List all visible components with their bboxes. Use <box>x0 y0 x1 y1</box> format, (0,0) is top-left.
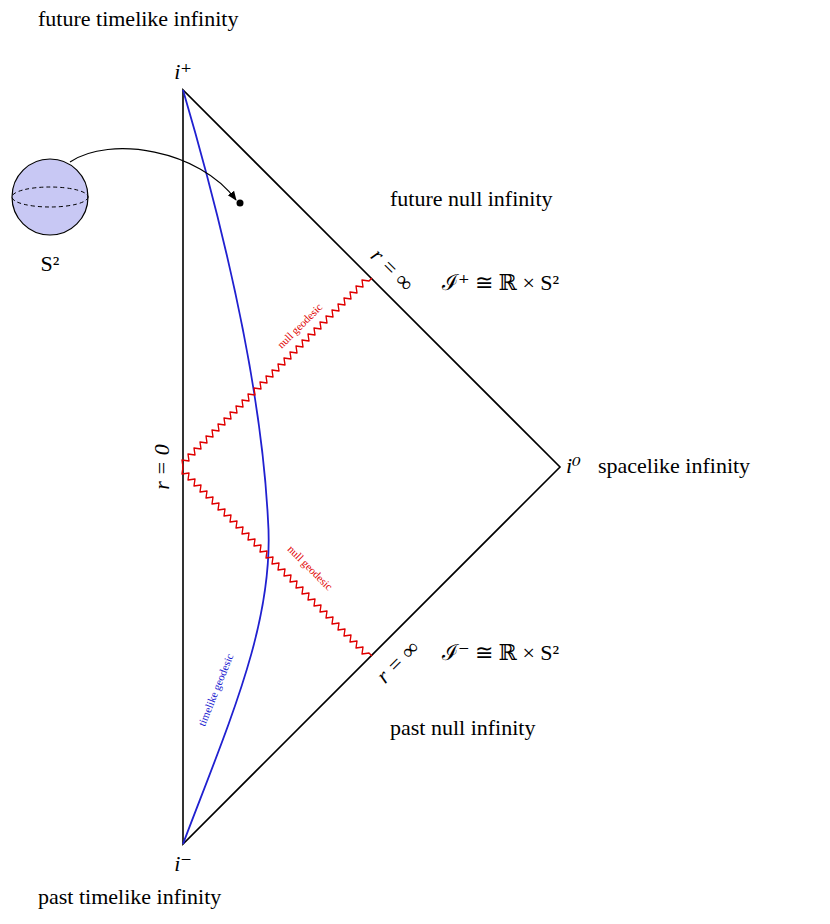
geodesic-label: null geodesic <box>285 543 336 594</box>
boundary-label: past null infinity <box>390 715 535 741</box>
point-label: i⁻ <box>174 851 192 877</box>
boundary-label: ℐ⁻ ≅ ℝ × S² <box>442 640 559 666</box>
null-geodesic <box>182 278 372 467</box>
boundary-label: future null infinity <box>390 186 553 212</box>
pointer-arrow <box>70 149 236 200</box>
point-name: spacelike infinity <box>598 453 750 479</box>
heading-label: past timelike infinity <box>38 884 221 910</box>
heading-label: future timelike infinity <box>38 6 238 32</box>
sphere-equator <box>12 187 88 207</box>
diagram-boundary <box>183 90 560 844</box>
radius-label: r = 0 <box>149 444 175 489</box>
timelike-geodesic <box>183 90 269 844</box>
boundary-label: ℐ⁺ ≅ ℝ × S² <box>442 270 559 296</box>
point-dot <box>237 200 244 207</box>
radius-label: r = ∞ <box>371 635 425 689</box>
point-label: i⁰ <box>566 453 581 479</box>
sphere-label: S² <box>41 251 60 277</box>
radius-label: r = ∞ <box>365 243 419 297</box>
geodesic-label: null geodesic <box>275 301 326 352</box>
sphere-icon <box>12 159 88 235</box>
point-label: i⁺ <box>174 59 192 85</box>
null-geodesic <box>182 467 372 656</box>
